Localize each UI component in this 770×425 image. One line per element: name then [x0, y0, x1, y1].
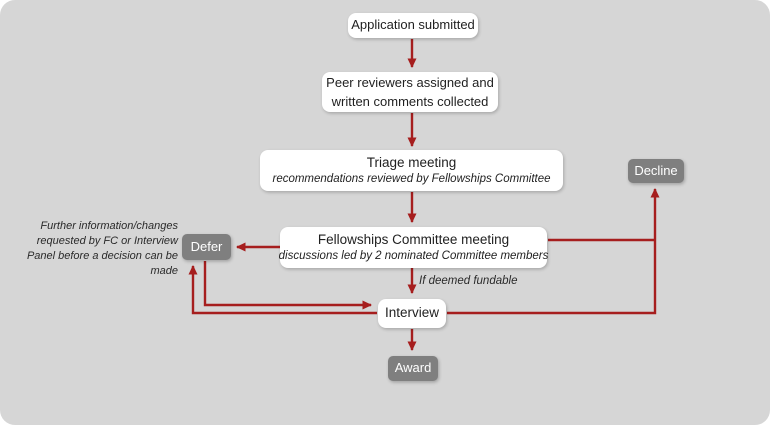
- connector-interview-to-defer: [188, 265, 377, 315]
- node-interview: Interview: [378, 299, 446, 328]
- node-label: Award: [394, 360, 432, 376]
- node-decline: Decline: [628, 159, 684, 183]
- node-subtitle: recommendations reviewed by Fellowships …: [272, 172, 551, 185]
- node-label: Decline: [634, 162, 678, 178]
- node-label: Peer reviewers assigned and written comm…: [326, 74, 494, 110]
- node-label: Interview: [384, 305, 440, 321]
- node-title: Fellowships Committee meeting: [317, 231, 510, 247]
- node-award: Award: [388, 356, 438, 381]
- node-application-submitted: Application submitted: [348, 13, 478, 38]
- node-fellowships-committee-meeting: Fellowships Committee meeting discussion…: [278, 227, 549, 268]
- node-defer: Defer: [182, 234, 231, 260]
- node-label: Defer: [190, 238, 223, 254]
- node-title: Triage meeting: [366, 154, 457, 170]
- node-subtitle: discussions led by 2 nominated Committee…: [278, 249, 549, 262]
- defer-note-annotation: Further information/changes requested by…: [26, 220, 178, 277]
- node-peer-reviewers: Peer reviewers assigned and written comm…: [322, 72, 498, 112]
- if-deemed-fundable-label: If deemed fundable: [419, 275, 518, 287]
- node-triage-meeting: Triage meeting recommendations reviewed …: [260, 150, 563, 191]
- node-label: Application submitted: [351, 17, 475, 33]
